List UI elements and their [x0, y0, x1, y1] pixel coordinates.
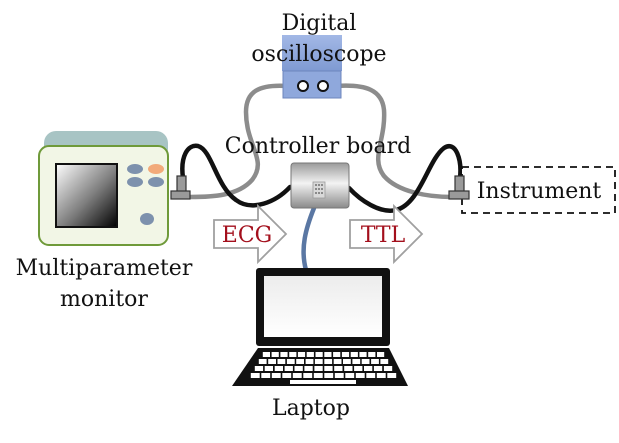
laptop-keyboard — [250, 352, 397, 384]
keyboard-key — [277, 359, 286, 364]
keyboard-key — [380, 359, 389, 364]
instrument: Instrument — [448, 166, 616, 214]
laptop: Laptop — [232, 268, 408, 421]
ecg-signal-arrow: ECG — [213, 203, 288, 265]
usb-cable — [301, 205, 317, 273]
keyboard-key — [258, 359, 267, 364]
laptop-icon — [232, 268, 408, 386]
keyboard-key — [344, 366, 353, 371]
laptop-screen — [264, 276, 382, 337]
keyboard-spacebar — [290, 380, 356, 384]
multiparameter-monitor: Multiparameter monitor — [16, 131, 193, 312]
keyboard-key — [306, 352, 314, 357]
keyboard-key — [366, 373, 376, 378]
keyboard-key — [354, 366, 363, 371]
keyboard-key — [359, 352, 367, 357]
keyboard-key — [334, 366, 343, 371]
keyboard-key — [264, 366, 273, 371]
monitor-connector — [170, 175, 191, 200]
instrument-label: Instrument — [477, 179, 602, 204]
keyboard-key — [294, 366, 303, 371]
keyboard-key — [250, 373, 260, 378]
oscilloscope-label-line2: oscilloscope — [251, 42, 386, 67]
keyboard-key — [324, 366, 333, 371]
patient-monitor-icon — [38, 131, 169, 246]
keyboard-key — [261, 373, 271, 378]
keyboard-key — [268, 359, 276, 364]
keyboard-key — [324, 373, 334, 378]
keyboard-key — [304, 366, 313, 371]
instrument-connector — [448, 175, 470, 200]
controller-board: Controller board — [225, 134, 412, 209]
keyboard-key — [271, 352, 279, 357]
keyboard-key — [371, 359, 379, 364]
keyboard-key — [254, 366, 264, 371]
keyboard-key — [305, 359, 314, 364]
keyboard-key — [280, 352, 288, 357]
keyboard-key — [334, 373, 344, 378]
keyboard-key — [314, 359, 323, 364]
monitor-label-line1: Multiparameter — [16, 256, 193, 281]
laptop-label: Laptop — [272, 396, 350, 421]
keyboard-key — [352, 359, 361, 364]
keyboard-key — [377, 352, 385, 357]
ecg-label: ECG — [222, 223, 272, 248]
circuit-board-icon — [290, 162, 350, 209]
keyboard-key — [286, 359, 295, 364]
keyboard-key — [364, 366, 373, 371]
keyboard-key — [297, 352, 306, 357]
keyboard-key — [303, 373, 313, 378]
keyboard-key — [282, 373, 292, 378]
oscilloscope-label-line1: Digital — [282, 11, 357, 36]
cables — [180, 83, 463, 273]
scope-cable-left — [187, 83, 291, 200]
keyboard-key — [313, 373, 323, 378]
ttl-label: TTL — [361, 223, 406, 248]
monitor-label-line2: monitor — [60, 287, 148, 312]
keyboard-key — [296, 359, 304, 364]
monitor-screen — [55, 163, 118, 228]
keyboard-key — [315, 352, 323, 357]
keyboard-key — [333, 352, 341, 357]
keyboard-key — [292, 373, 302, 378]
keyboard-key — [262, 352, 270, 357]
keyboard-key — [284, 366, 293, 371]
keyboard-key — [333, 359, 342, 364]
ttl-cable — [346, 144, 463, 213]
keyboard-key — [289, 352, 297, 357]
scope-port-right — [317, 80, 329, 92]
keyboard-key — [376, 373, 386, 378]
keyboard-key — [345, 373, 355, 378]
ttl-signal-arrow: TTL — [349, 203, 424, 265]
keyboard-key — [324, 359, 333, 364]
keyboard-key — [341, 352, 350, 357]
keyboard-key — [324, 352, 332, 357]
keyboard-key — [271, 373, 281, 378]
controller-label: Controller board — [225, 134, 412, 159]
keyboard-key — [350, 352, 358, 357]
oscilloscope: Digital oscilloscope — [251, 11, 387, 99]
keyboard-key — [368, 352, 376, 357]
oscilloscope-icon — [282, 35, 342, 99]
keyboard-key — [355, 373, 365, 378]
keyboard-key — [314, 366, 323, 371]
ecg-cable — [180, 143, 293, 208]
scope-port-left — [297, 80, 309, 92]
instrument-box — [461, 166, 616, 214]
keyboard-key — [274, 366, 283, 371]
keyboard-key — [373, 366, 383, 371]
keyboard-key — [361, 359, 370, 364]
keyboard-key — [383, 366, 393, 371]
keyboard-key — [343, 359, 351, 364]
keyboard-key — [387, 373, 397, 378]
